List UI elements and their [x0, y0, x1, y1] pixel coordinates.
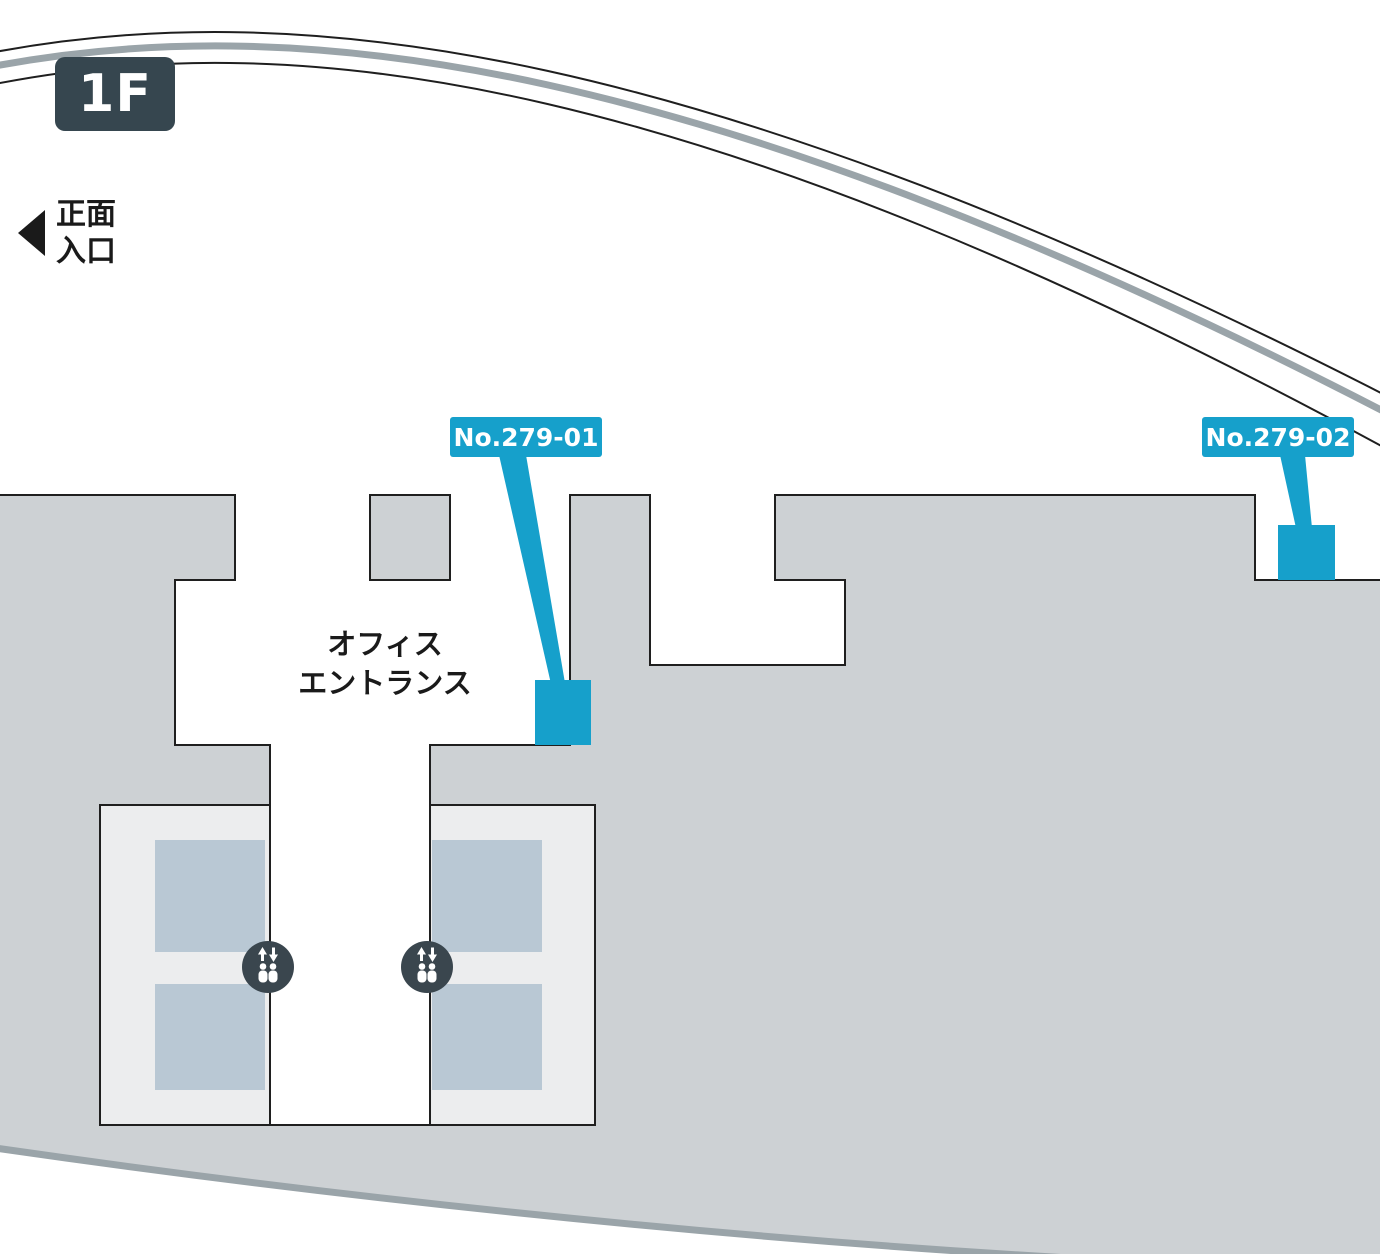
elevator-icon — [401, 941, 453, 993]
entrance-pillar — [369, 494, 451, 581]
front-entrance-line2: 入口 — [56, 234, 116, 269]
floor-badge-label: 1F — [78, 64, 152, 124]
building-curve-bottom-wall — [0, 1145, 1062, 1254]
left-arrow-icon — [18, 210, 45, 256]
front-entrance-label: 正面 入口 — [56, 196, 116, 270]
signage-leader-279-01 — [499, 455, 565, 684]
elevator-shaft-bottom-left — [155, 984, 265, 1090]
signage-marker-279-02 — [1278, 525, 1335, 580]
signage-leader-279-02 — [1280, 455, 1312, 528]
front-entrance-label-group: 正面 入口 — [18, 196, 116, 270]
front-entrance-line1: 正面 — [56, 197, 116, 232]
building-curve-top-wall — [0, 42, 1380, 414]
signage-badge-279-02[interactable]: No.279-02 — [1202, 417, 1354, 457]
elevator-shaft-top-right — [432, 840, 542, 952]
office-entrance-line1: オフィス — [327, 627, 443, 661]
office-entrance-label: オフィス エントランス — [285, 625, 485, 703]
building-curve-top-outer — [0, 31, 1380, 394]
elevator-shaft-bottom-right — [432, 984, 542, 1090]
signage-badge-279-01[interactable]: No.279-01 — [450, 417, 602, 457]
office-entrance-line2: エントランス — [298, 666, 472, 700]
floor-badge: 1F — [55, 57, 175, 131]
signage-badge-279-01-label: No.279-01 — [453, 422, 599, 452]
signage-badge-279-02-label: No.279-02 — [1205, 422, 1351, 452]
elevator-shaft-top-left — [155, 840, 265, 952]
signage-marker-279-01 — [535, 680, 591, 745]
elevator-icon — [242, 941, 294, 993]
